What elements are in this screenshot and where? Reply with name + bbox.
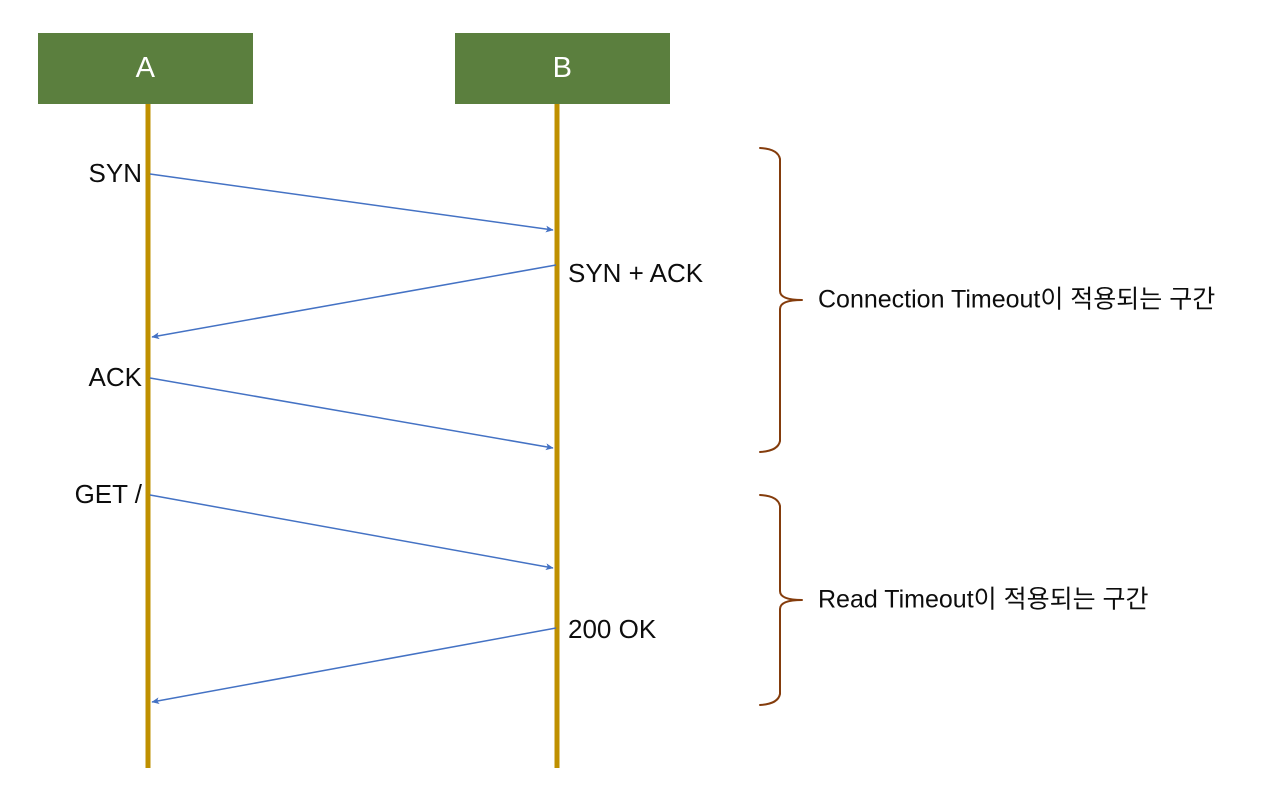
message-label-ack: ACK: [88, 362, 142, 392]
message-label-syn: SYN: [88, 158, 142, 188]
message-arrow-syn-ack: [151, 264, 557, 340]
message-arrow-get: [149, 494, 554, 571]
participant-label-b: B: [552, 52, 573, 84]
brace-connection-timeout: [759, 147, 803, 453]
participant-box-b: B: [455, 33, 670, 104]
message-arrows-group: [149, 173, 557, 705]
participant-label-a: A: [135, 52, 156, 84]
participant-box-a: A: [38, 33, 253, 104]
annotation-label-read-timeout: Read Timeout이 적용되는 구간: [818, 585, 1149, 614]
brace-annotations-group: [759, 147, 803, 706]
lifelines-group: [145, 104, 560, 768]
message-arrow-200-ok: [151, 627, 557, 705]
message-label-200-ok: 200 OK: [568, 614, 657, 644]
message-label-get: GET /: [74, 479, 142, 509]
message-arrow-syn: [149, 173, 554, 233]
message-label-syn-ack: SYN + ACK: [568, 258, 704, 288]
message-arrow-ack: [149, 377, 554, 451]
brace-read-timeout: [759, 494, 803, 706]
annotation-label-connection-timeout: Connection Timeout이 적용되는 구간: [818, 285, 1216, 314]
